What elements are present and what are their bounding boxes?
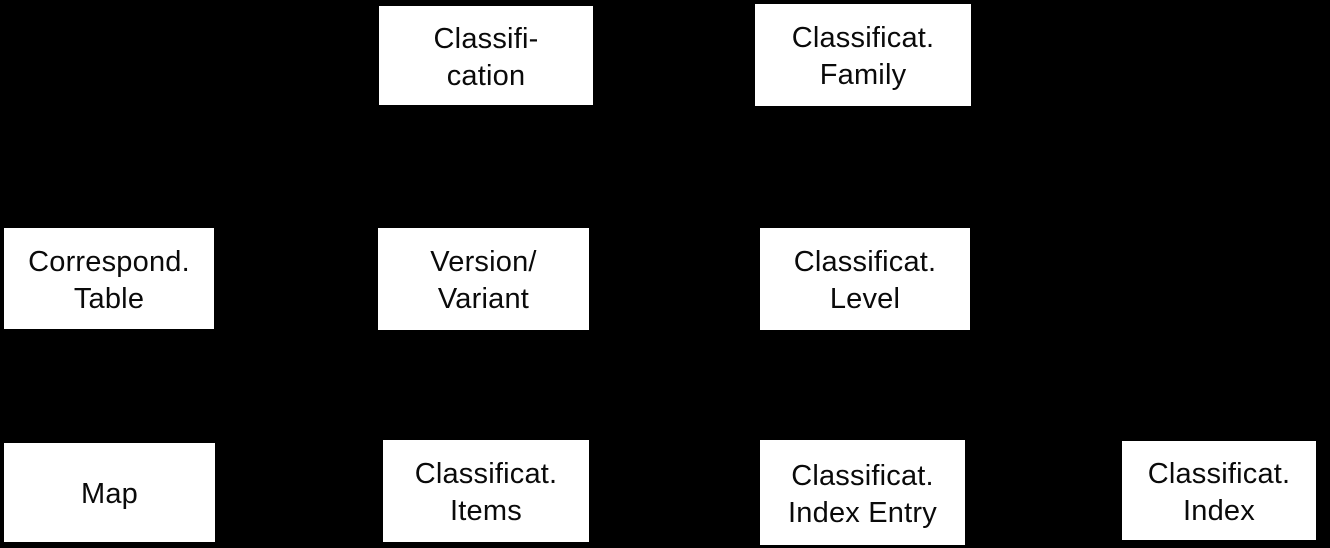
node-label-line: Correspond.: [28, 245, 190, 278]
node-label-line: Classificat.: [1147, 457, 1291, 490]
node-correspondence-table: Correspond. Table: [4, 228, 214, 329]
node-classification-family: Classificat. Family: [755, 4, 971, 106]
node-label-line: Classificat.: [414, 458, 558, 490]
node-label-line: Table: [73, 282, 145, 315]
node-classification-index: Classificat. Index: [1122, 441, 1316, 540]
node-label-line: cation: [446, 59, 526, 92]
node-classification-items: Classificat. Items: [383, 440, 589, 542]
node-label-line: Family: [819, 59, 907, 91]
node-label-line: Classificat.: [791, 459, 934, 492]
node-classification-index-entry: Classificat. Index Entry: [760, 440, 965, 545]
node-label-line: Map: [80, 478, 138, 510]
node-label-line: Index: [1183, 494, 1255, 527]
node-label-line: Index Entry: [788, 496, 937, 529]
node-label-line: Items: [450, 495, 522, 527]
node-map: Map: [4, 443, 215, 542]
node-label-line: Classificat.: [793, 246, 937, 278]
node-label-line: Variant: [437, 283, 530, 315]
node-classification-level: Classificat. Level: [760, 228, 970, 330]
node-label-line: Version/: [430, 246, 537, 278]
node-version-variant: Version/ Variant: [378, 228, 589, 330]
node-classification: Classifi- cation: [379, 6, 593, 105]
node-label-line: Level: [829, 283, 901, 315]
node-label-line: Classificat.: [791, 22, 935, 54]
node-label-line: Classifi-: [433, 22, 539, 55]
